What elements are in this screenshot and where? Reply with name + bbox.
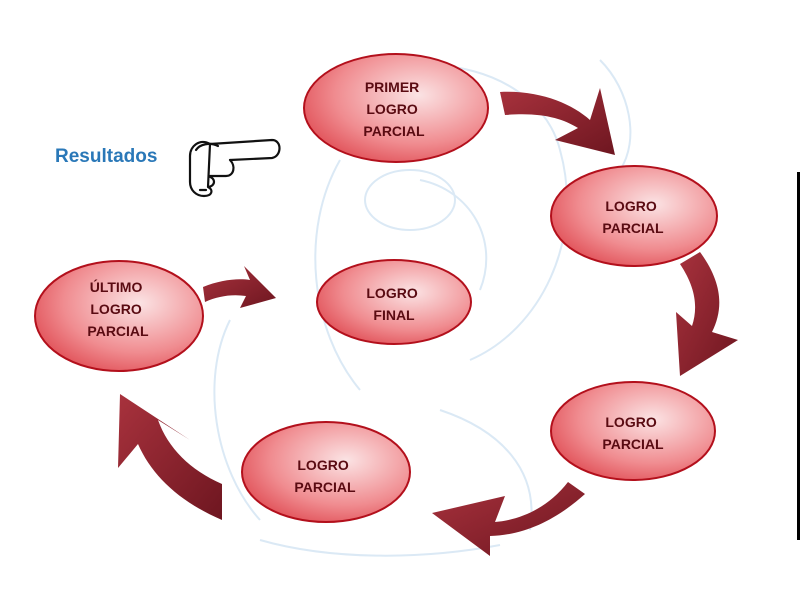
arrow-logro1-to-logro2 bbox=[676, 252, 738, 376]
svg-text:LOGRO FINAL: LOGRO FINAL bbox=[366, 285, 421, 323]
node-ultimo-logro-parcial: ÚLTIMO LOGRO PARCIAL bbox=[34, 260, 204, 372]
node-label-line: ÚLTIMO bbox=[90, 278, 143, 295]
svg-text:LOGRO PARCIAL: LOGRO PARCIAL bbox=[602, 414, 664, 452]
node-logro-parcial-1: LOGRO PARCIAL bbox=[550, 165, 718, 267]
svg-text:PRIMER LOGRO P: PRIMER LOGRO PARCIAL bbox=[363, 79, 425, 139]
node-label-line: LOGRO bbox=[297, 457, 348, 473]
node-label-line: PRIMER bbox=[365, 79, 419, 95]
node-label-line: FINAL bbox=[373, 307, 415, 323]
node-label-line: LOGRO bbox=[605, 198, 656, 214]
node-label-line: PARCIAL bbox=[602, 436, 664, 452]
node-label-line: LOGRO bbox=[90, 301, 141, 317]
node-label-line: LOGRO bbox=[605, 414, 656, 430]
svg-text:LOGRO PARCIAL: LOGRO PARCIAL bbox=[602, 198, 664, 236]
svg-text:LOGRO PARCIAL: LOGRO PARCIAL bbox=[294, 457, 356, 495]
right-edge-line bbox=[797, 172, 800, 540]
pointing-hand-icon bbox=[188, 138, 281, 198]
node-label-line: LOGRO bbox=[366, 285, 417, 301]
arrow-logro3-to-ultimo bbox=[118, 394, 222, 520]
node-logro-final: LOGRO FINAL bbox=[316, 259, 472, 345]
background-figure bbox=[213, 59, 632, 557]
node-logro-parcial-3: LOGRO PARCIAL bbox=[241, 421, 411, 523]
node-label-line: PARCIAL bbox=[294, 479, 356, 495]
node-label-line: PARCIAL bbox=[602, 220, 664, 236]
arrow-logro2-to-logro3 bbox=[432, 482, 585, 556]
node-label-line: LOGRO bbox=[366, 101, 417, 117]
node-logro-parcial-2: LOGRO PARCIAL bbox=[550, 381, 716, 481]
arrow-ultimo-to-final bbox=[203, 266, 276, 308]
cycle-arrows bbox=[118, 88, 738, 556]
node-primer-logro-parcial: PRIMER LOGRO PARCIAL bbox=[303, 53, 489, 163]
arrow-primer-to-logro1 bbox=[500, 88, 615, 155]
svg-text:ÚLTIMO LOGRO P: ÚLTIMO LOGRO PARCIAL bbox=[87, 278, 149, 339]
node-label-line: PARCIAL bbox=[363, 123, 425, 139]
resultados-label: Resultados bbox=[55, 146, 158, 167]
node-label-line: PARCIAL bbox=[87, 323, 149, 339]
